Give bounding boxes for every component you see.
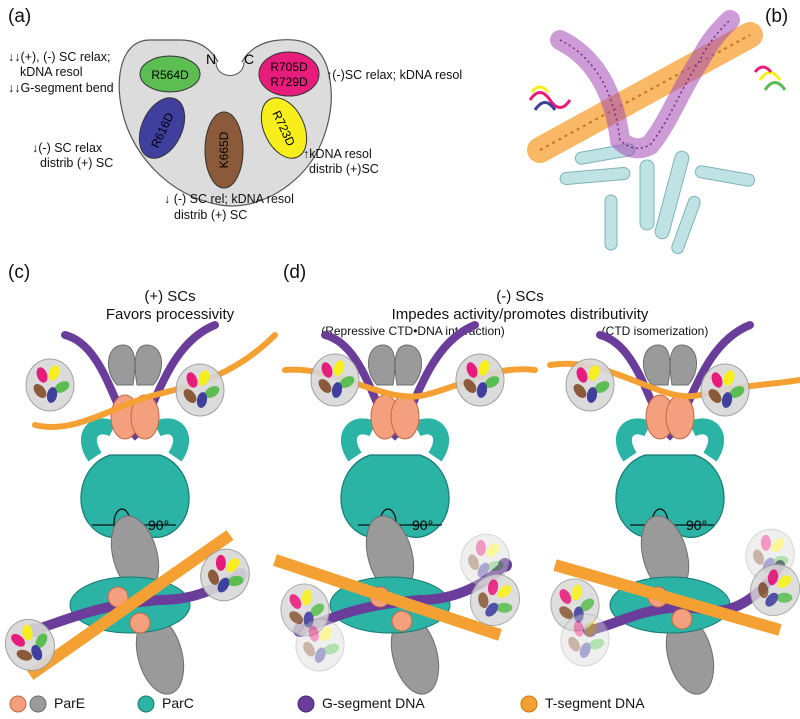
- note-left-1: ↓↓(+), (-) SC relax;: [8, 50, 111, 64]
- rotation-label-d-left: 90°: [412, 517, 433, 533]
- legend-tseg-swatch: [520, 695, 538, 713]
- note-bottom-2: distrib (+) SC: [174, 208, 248, 222]
- structure-model: [527, 10, 787, 255]
- panel-label-a: (a): [8, 6, 32, 27]
- mutant-r616d: [138, 97, 186, 159]
- label-r564d: R564D: [151, 68, 189, 82]
- legend-parE-label: ParE: [54, 695, 86, 711]
- note-bottom-1: ↓ (-) SC rel; kDNA resol: [164, 192, 294, 206]
- mutant-r564d: [139, 55, 201, 93]
- rotation-label-d-right: 90°: [686, 517, 707, 533]
- note-left-3: ↓↓G-segment bend: [8, 81, 114, 95]
- complex-c-top: [0, 515, 257, 695]
- legend-parC-swatch: [137, 695, 155, 713]
- note-right-2a: ↑kDNA resol: [303, 147, 372, 161]
- note-left-2: kDNA resol: [20, 65, 83, 79]
- panel-d-title-1: (-) SCs: [496, 288, 544, 305]
- complex-d-right-front: [547, 321, 800, 537]
- mutant-r723d: [260, 97, 308, 159]
- ctd-mutant-diagram: R564D R705D R729D R616D K665D R723D N C: [118, 39, 332, 207]
- legend-gseg-label: G-segment DNA: [322, 695, 425, 711]
- panel-d-title-2: Impedes activity/promotes distributivity: [391, 306, 649, 323]
- panel-c-title-2: Favors processivity: [105, 306, 235, 323]
- note-leftmid-1: ↓(-) SC relax: [32, 141, 103, 155]
- rotation-label-c: 90°: [148, 517, 169, 533]
- label-r705d: R705D: [270, 60, 308, 74]
- complex-d-left-top: [273, 515, 530, 695]
- label-terminus-c: C: [244, 51, 254, 67]
- complex-d-left-front: [282, 321, 538, 537]
- panel-label-d: (d): [283, 262, 307, 283]
- legend-parE-salmon-swatch: [9, 695, 27, 713]
- panel-c-title-1: (+) SCs: [144, 288, 196, 305]
- complex-d-right-top: [546, 515, 800, 695]
- note-right-2b: distrib (+)SC: [309, 162, 379, 176]
- note-right-1: ↑(-)SC relax; kDNA resol: [326, 68, 463, 82]
- complex-c-front: [25, 321, 278, 537]
- label-terminus-n: N: [206, 51, 216, 67]
- legend-tseg-label: T-segment DNA: [545, 695, 645, 711]
- g-segment-helix: [550, 10, 740, 159]
- panel-label-b: (b): [765, 6, 789, 27]
- label-k665d: K665D: [217, 131, 231, 168]
- mutant-k665d: [204, 111, 244, 189]
- legend-parE-gray-swatch: [29, 695, 47, 713]
- panel-d-sub-right: (CTD isomerization): [601, 324, 709, 338]
- label-r729d: R729D: [270, 75, 308, 89]
- legend-gseg-swatch: [297, 695, 315, 713]
- panel-label-c: (c): [8, 262, 31, 283]
- mutant-r705d-r729d: [258, 51, 320, 97]
- t-segment-helix: [527, 22, 763, 163]
- legend-parC-label: ParC: [162, 695, 194, 711]
- note-leftmid-2: distrib (+) SC: [40, 156, 114, 170]
